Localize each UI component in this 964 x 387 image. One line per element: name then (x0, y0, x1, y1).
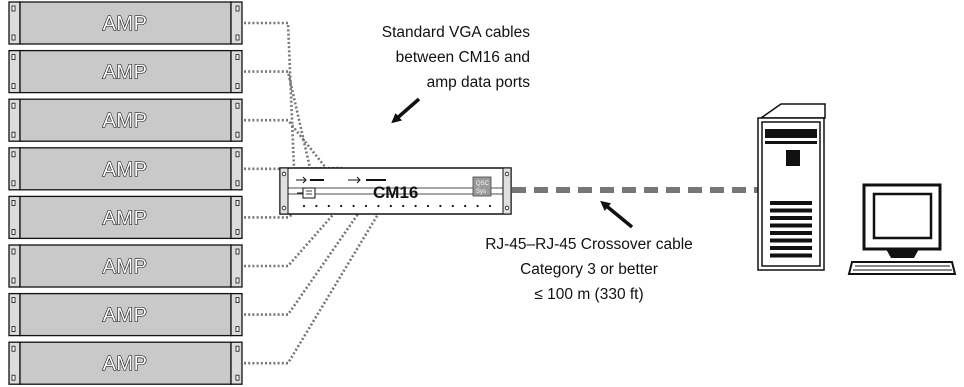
amp-label: AMP (103, 159, 148, 181)
crossover-note-line3: ≤ 100 m (330 ft) (534, 286, 643, 303)
svg-text:Sys: Sys (476, 189, 486, 195)
arrow-icon (391, 97, 421, 124)
vga-cable (244, 167, 408, 365)
amp-unit: AMP (8, 98, 243, 142)
amp-label: AMP (103, 110, 148, 132)
hub-indicator-arrows (296, 176, 386, 184)
amp-unit: AMP (8, 341, 243, 385)
amp-label: AMP (103, 62, 148, 84)
amp-unit: AMP (8, 49, 243, 94)
cm16-unit: CM16 QSC Sys (279, 167, 512, 215)
svg-text:QSC: QSC (476, 181, 490, 187)
vga-cable (244, 167, 392, 316)
amp-label: AMP (103, 13, 148, 35)
amp-unit: AMP (8, 1, 243, 45)
hub-port-dots (302, 204, 492, 208)
vga-cable (244, 70, 312, 169)
monitor-icon (847, 183, 957, 275)
amp-label: AMP (103, 305, 148, 327)
vga-cable (244, 21, 296, 169)
amp-unit: AMP (8, 244, 243, 288)
vga-note-line3: amp data ports (427, 74, 531, 91)
vga-note-line2: between CM16 and (396, 49, 530, 66)
less-equal-symbol: ≤ (534, 286, 543, 303)
crossover-note-line2: Category 3 or better (520, 261, 658, 278)
amp-label: AMP (103, 256, 148, 278)
pc-tower-icon (757, 103, 826, 271)
network-port-icon (297, 187, 316, 199)
amp-unit: AMP (8, 292, 243, 337)
amp-unit: AMP (8, 147, 243, 191)
amp-label: AMP (103, 353, 148, 375)
arrow-icon (600, 200, 634, 229)
distance-text: 100 m (330 ft) (543, 286, 644, 303)
crossover-annotation: RJ-45–RJ-45 Crossover cable Category 3 o… (485, 236, 693, 303)
vga-annotation: Standard VGA cables between CM16 and amp… (382, 24, 530, 91)
amp-label: AMP (103, 207, 148, 229)
vga-note-line1: Standard VGA cables (382, 24, 530, 41)
hub-label: CM16 (373, 183, 418, 202)
qsc-logo: QSC Sys (472, 176, 492, 197)
vga-cable (244, 118, 328, 169)
amp-unit: AMP (8, 195, 243, 240)
amp-stack: AMP AMP AMP AMP AMP AMP AMP AMP (8, 1, 243, 385)
crossover-note-line1: RJ-45–RJ-45 Crossover cable (485, 236, 693, 253)
